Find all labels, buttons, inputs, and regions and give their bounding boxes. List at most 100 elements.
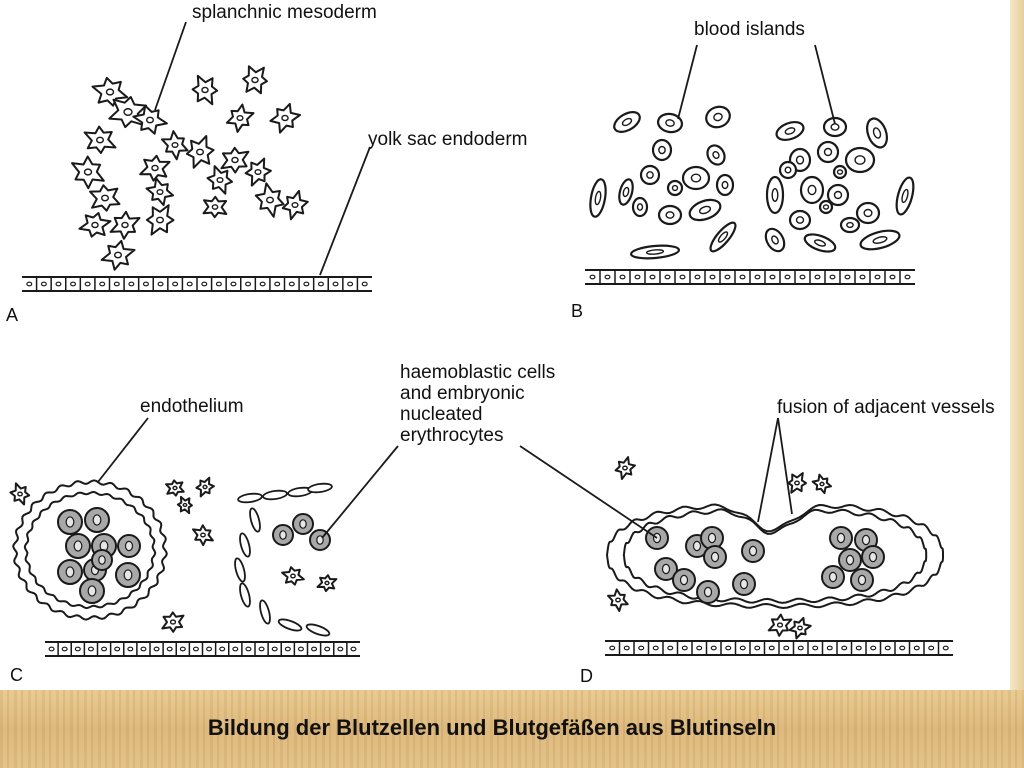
mesoderm-cell xyxy=(281,189,309,221)
cell-nucleus xyxy=(771,187,779,202)
blood-island-cell xyxy=(681,165,711,191)
cell-nucleus xyxy=(646,171,654,179)
mesoderm-cell xyxy=(202,195,228,219)
mesoderm-cell xyxy=(132,104,168,135)
blood-island-cell xyxy=(799,175,825,205)
endoderm-nucleus xyxy=(215,281,222,287)
leader-blood-islands-left xyxy=(677,44,698,120)
cell-nucleus xyxy=(854,155,866,165)
endothelial-cell xyxy=(237,492,263,504)
cell-nucleus xyxy=(636,203,644,211)
cell-nucleus xyxy=(113,251,122,259)
panel-label-a: A xyxy=(6,305,19,325)
endoderm-nucleus xyxy=(870,645,877,651)
cell-nucleus xyxy=(665,119,675,127)
endothelial-cell xyxy=(262,489,288,501)
cell-nucleus xyxy=(291,201,299,209)
endoderm-nucleus xyxy=(172,281,179,287)
endoderm-nucleus xyxy=(153,646,160,652)
mesoderm-cell xyxy=(244,157,272,187)
cell-nucleus xyxy=(819,481,825,487)
endoderm-nucleus xyxy=(192,646,199,652)
mesoderm-cell xyxy=(109,210,141,240)
cell-nucleus xyxy=(845,554,855,566)
endoderm-nucleus xyxy=(128,281,135,287)
endoderm-nucleus xyxy=(48,646,55,652)
blood-island-cell xyxy=(656,112,684,134)
endoderm-c xyxy=(45,641,360,657)
endoderm-nucleus xyxy=(113,281,120,287)
cell-nucleus xyxy=(710,551,720,563)
mesoderm-cell xyxy=(145,204,175,236)
cell-nucleus xyxy=(807,184,817,196)
endoderm-nucleus xyxy=(337,646,344,652)
leader-blood-islands-right xyxy=(814,44,836,125)
label-haemoblastic-4: erythrocytes xyxy=(400,425,504,446)
cell-nucleus xyxy=(73,540,83,552)
mesenchyme-cell xyxy=(614,456,636,480)
fused-vessel-outer xyxy=(606,503,944,610)
label-blood-islands: blood islands xyxy=(694,19,805,40)
blood-vessel-formation-diagram xyxy=(9,21,953,657)
mesoderm-cell xyxy=(185,135,215,169)
cell-nucleus xyxy=(281,114,289,122)
endoderm-nucleus xyxy=(829,274,836,280)
cell-nucleus xyxy=(658,145,666,155)
endoderm-nucleus xyxy=(667,645,674,651)
cell-nucleus xyxy=(254,168,262,176)
panel-label-d: D xyxy=(580,666,593,686)
endoderm-nucleus xyxy=(288,281,295,287)
mesenchyme-cell xyxy=(811,473,832,495)
cell-nucleus xyxy=(872,127,882,139)
mesoderm-cell xyxy=(100,239,136,271)
endothelium-inner xyxy=(23,490,157,610)
cell-nucleus xyxy=(17,491,23,497)
cell-nucleus xyxy=(91,221,99,229)
mesoderm-cell xyxy=(220,146,250,174)
label-splanchnic-mesoderm: splanchnic mesoderm xyxy=(192,2,377,23)
endoderm-nucleus xyxy=(230,281,237,287)
panel-label-b: B xyxy=(571,301,584,321)
endothelial-cell xyxy=(234,557,246,583)
blood-island-cell xyxy=(832,164,848,180)
cell-nucleus xyxy=(679,574,689,586)
blood-island-cell xyxy=(803,233,837,253)
leader-lines xyxy=(97,21,836,539)
cell-nucleus xyxy=(690,173,702,183)
endoderm-nucleus xyxy=(140,646,147,652)
cell-nucleus xyxy=(795,216,805,224)
mesenchyme-cell xyxy=(787,472,807,494)
right-edge-strip xyxy=(1010,0,1024,690)
endoderm-nucleus xyxy=(826,645,833,651)
cell-nucleus xyxy=(124,540,134,552)
cell-nucleus xyxy=(622,465,628,471)
endoderm-nucleus xyxy=(769,274,776,280)
endoderm-nucleus xyxy=(142,281,149,287)
cell-nucleus xyxy=(739,578,749,590)
cell-nucleus xyxy=(202,484,208,490)
endoderm-nucleus xyxy=(70,281,77,287)
cell-nucleus xyxy=(169,619,177,625)
endothelial-cell xyxy=(239,582,251,608)
blood-island-cell xyxy=(705,105,731,129)
cell-nucleus xyxy=(216,176,224,184)
endoderm-nucleus xyxy=(928,645,935,651)
cell-nucleus xyxy=(721,180,729,190)
label-endothelium: endothelium xyxy=(140,396,244,417)
cell-nucleus xyxy=(692,540,702,552)
mesenchyme-cell xyxy=(9,482,31,506)
cell-nucleus xyxy=(155,216,164,224)
endoderm-nucleus xyxy=(874,274,881,280)
blood-island-cell xyxy=(688,198,722,222)
endoderm-nucleus xyxy=(55,281,62,287)
endoderm-nucleus xyxy=(783,645,790,651)
blood-island-cell xyxy=(866,117,888,149)
cell-nucleus xyxy=(105,88,115,96)
blood-island-cell xyxy=(631,196,649,218)
cell-nucleus xyxy=(65,566,75,578)
endoderm-nucleus xyxy=(942,645,949,651)
blood-island-cell xyxy=(839,216,861,234)
endoderm-nucleus xyxy=(694,274,701,280)
label-haemoblastic-3: nucleated xyxy=(400,404,483,425)
cell-nucleus xyxy=(201,86,209,94)
